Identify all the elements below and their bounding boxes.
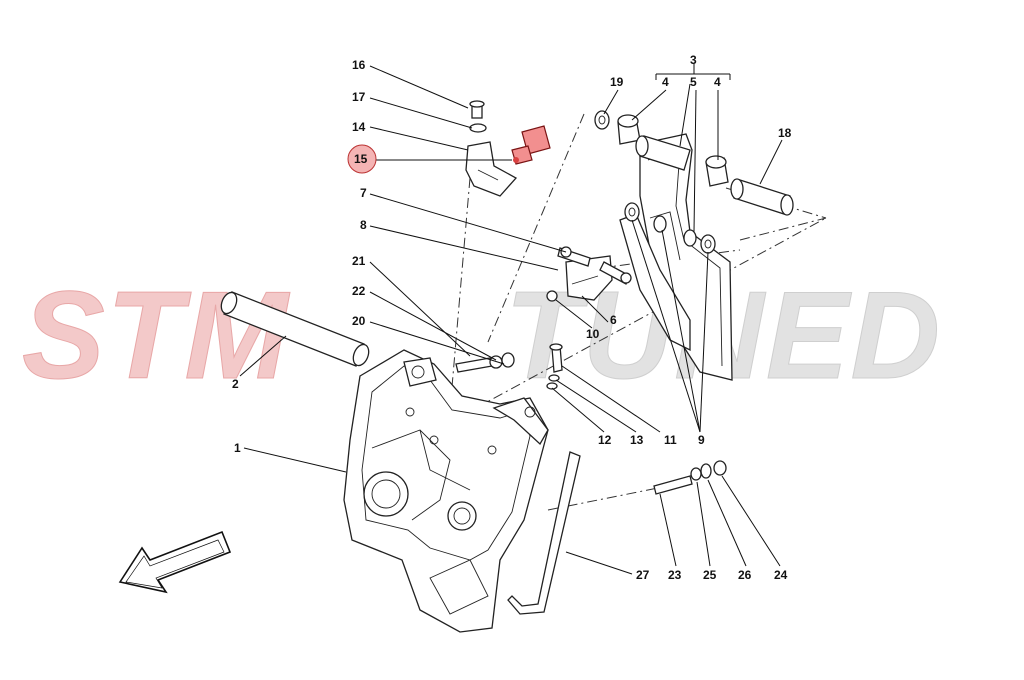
callout-2[interactable]: 2 [232,377,239,391]
callout-17[interactable]: 17 [352,90,366,104]
switch-part-highlighted [511,125,551,165]
callout-23[interactable]: 23 [668,568,682,582]
switch-bracket-part [465,100,518,197]
callout-15[interactable]: 15 [354,152,368,166]
callout-4a[interactable]: 4 [662,75,669,89]
callout-4b[interactable]: 4 [714,75,721,89]
callout-13[interactable]: 13 [630,433,644,447]
callout-6[interactable]: 6 [610,313,617,327]
pedal-assembly-part [619,133,733,381]
watermark: STM TUNED [22,267,941,406]
callout-22[interactable]: 22 [352,284,366,298]
callout-25[interactable]: 25 [703,568,717,582]
callout-16[interactable]: 16 [352,58,366,72]
callout-5[interactable]: 5 [690,75,697,89]
callouts: 16 17 14 15 7 8 21 22 20 2 1 3 19 4 5 4 … [232,53,792,582]
bushings [594,110,794,254]
callout-20[interactable]: 20 [352,314,366,328]
clevis-bracket-part [546,246,632,302]
callout-19[interactable]: 19 [610,75,624,89]
watermark-left-text: STM [22,267,290,405]
callout-3[interactable]: 3 [690,53,697,67]
gasket-part [507,451,581,615]
callout-10[interactable]: 10 [586,327,600,341]
bolt-washers-part [653,460,727,495]
callout-26[interactable]: 26 [738,568,752,582]
callout-8[interactable]: 8 [360,218,367,232]
callout-27[interactable]: 27 [636,568,650,582]
callout-21[interactable]: 21 [352,254,366,268]
callout-14[interactable]: 14 [352,120,366,134]
callout-1[interactable]: 1 [234,441,241,455]
callout-11[interactable]: 11 [664,433,677,447]
callout-18[interactable]: 18 [778,126,792,140]
pedal-bracket-part [343,349,549,633]
callout-9[interactable]: 9 [698,433,705,447]
callout-12[interactable]: 12 [598,433,612,447]
shaft-part [220,291,370,367]
stud-part [455,352,515,373]
screw-washers-part [546,343,563,390]
callout-24[interactable]: 24 [774,568,788,582]
leader-lines [239,64,783,575]
callout-7[interactable]: 7 [360,186,367,200]
highlight-bubble [347,144,377,174]
direction-arrow-icon [118,530,232,594]
